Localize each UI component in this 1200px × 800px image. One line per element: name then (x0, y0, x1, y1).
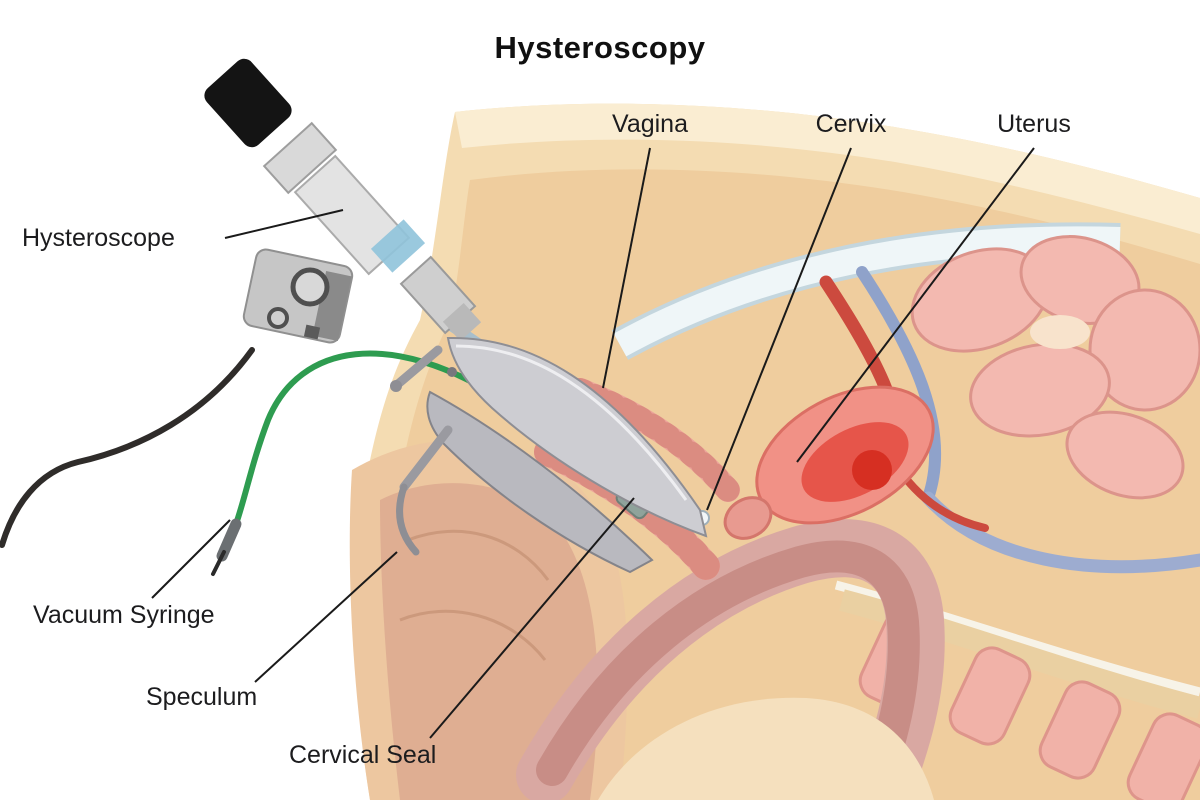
leader-lines (151, 147, 1035, 739)
rectum-bowel (516, 519, 945, 800)
intestines (910, 235, 1200, 500)
vein-upper (856, 266, 942, 504)
uterus-fundus (852, 450, 892, 490)
pelvic-bone-arc (611, 222, 1121, 360)
scope-collar (262, 121, 338, 195)
vagina-leader-line (602, 147, 651, 389)
label-cervix: Cervix (815, 110, 887, 138)
camera-port-ring (290, 267, 330, 307)
label-vacuum-syringe: Vacuum Syringe (33, 601, 215, 629)
vacuum-syringe-leader-line (151, 519, 231, 599)
hysteroscope-device (204, 58, 482, 344)
speculum-instrument (390, 336, 708, 574)
speculum-screw (447, 367, 457, 377)
instruments (0, 58, 710, 576)
camera-cable (0, 347, 255, 548)
cervix-leader-line (706, 147, 852, 511)
uterus (723, 385, 935, 540)
label-hysteroscope: Hysteroscope (22, 224, 175, 252)
camera-connector (303, 324, 321, 340)
cervix-opening (723, 496, 773, 540)
speculum-upper-blade (446, 336, 708, 538)
speculum-leader-line (254, 551, 398, 683)
muscle-tissue (380, 483, 598, 800)
uterus-leader-line (796, 147, 1035, 463)
label-cervical-seal: Cervical Seal (289, 741, 437, 769)
label-uterus: Uterus (997, 110, 1071, 138)
label-vagina: Vagina (612, 110, 688, 138)
scope-blue-window (370, 219, 426, 273)
skin-highlight-band (455, 103, 1200, 235)
bone-arc-front (613, 226, 1121, 357)
cervical-seal-leader-line (429, 497, 635, 739)
label-speculum: Speculum (146, 683, 258, 711)
scope-eyepiece (204, 58, 292, 148)
speculum-handle-upper (393, 345, 443, 389)
speculum-hook (396, 483, 420, 556)
speculum-handle-lower (399, 425, 453, 492)
pubic-region (598, 697, 934, 800)
camera-port-small (267, 307, 289, 329)
diagram-title: Hysteroscopy (494, 30, 706, 65)
hysteroscope-leader-line (224, 209, 344, 239)
